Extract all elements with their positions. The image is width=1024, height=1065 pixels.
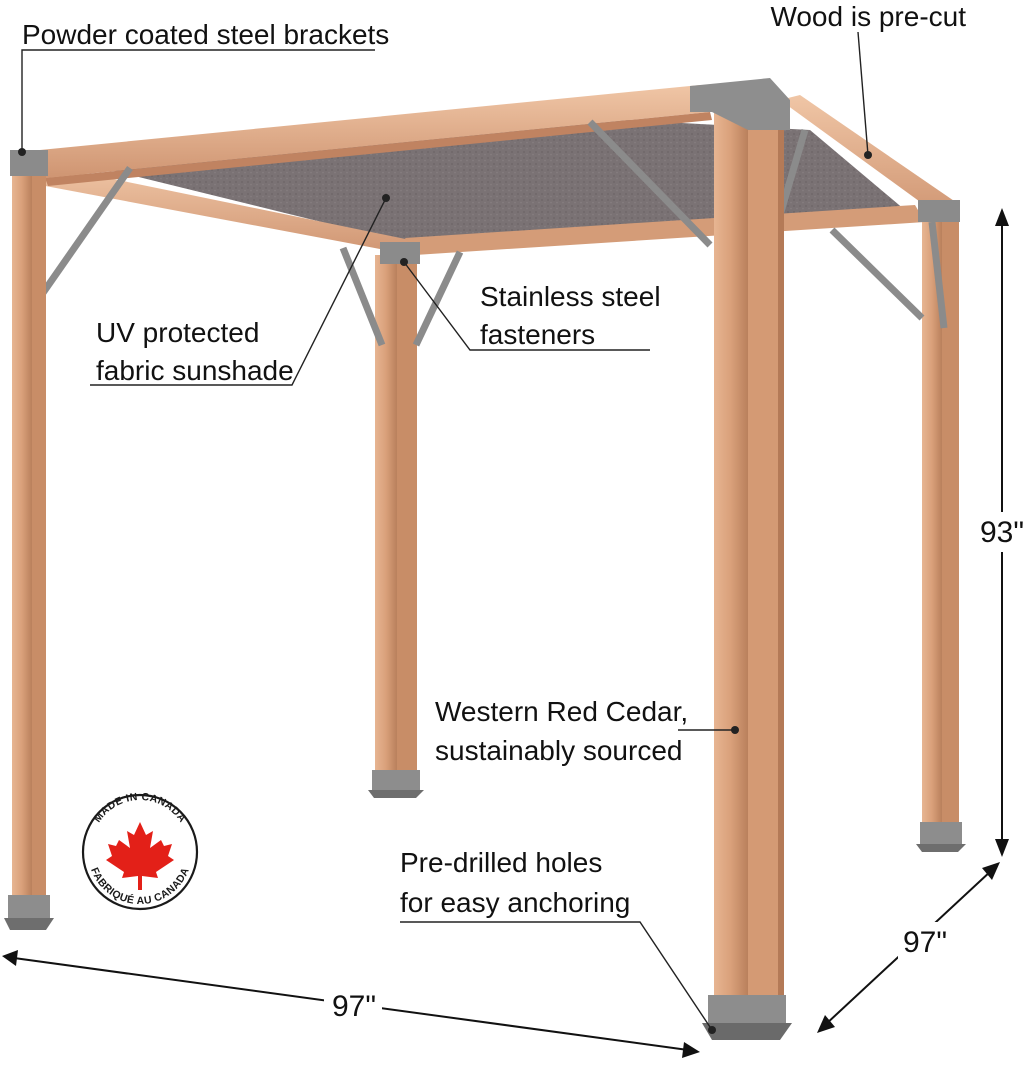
front-beam bbox=[40, 85, 710, 178]
maple-leaf-icon bbox=[106, 822, 174, 890]
label-brackets: Powder coated steel brackets bbox=[22, 19, 389, 50]
top-corner-bracket bbox=[690, 78, 790, 130]
back-left-post bbox=[368, 255, 424, 798]
leader-dots bbox=[18, 148, 872, 1034]
front-right-post bbox=[690, 78, 792, 1040]
label-sunshade-line1: UV protected bbox=[96, 317, 259, 348]
height-label-bg bbox=[975, 512, 1024, 552]
left-side-beam bbox=[30, 165, 420, 255]
leader-lines bbox=[21, 31, 869, 1031]
back-right-bracket bbox=[918, 200, 960, 222]
depth-label-bg bbox=[898, 922, 948, 960]
label-cedar-line2: sustainably sourced bbox=[435, 735, 682, 766]
label-fasteners-line1: Stainless steel bbox=[480, 281, 661, 312]
back-right-post bbox=[916, 210, 966, 852]
back-beam bbox=[405, 205, 925, 255]
front-left-post bbox=[4, 150, 54, 930]
dimension-width: 97" bbox=[332, 990, 376, 1023]
label-holes-line2: for easy anchoring bbox=[400, 887, 630, 918]
label-fasteners-line2: fasteners bbox=[480, 319, 595, 350]
label-holes-line1: Pre-drilled holes bbox=[400, 847, 602, 878]
dimension-height: 93" bbox=[980, 516, 1024, 549]
steel-brace-brackets bbox=[35, 119, 948, 347]
dimension-depth: 97" bbox=[903, 926, 947, 959]
width-label-bg bbox=[324, 986, 382, 1026]
label-sunshade-line2: fabric sunshade bbox=[96, 355, 294, 386]
label-precut: Wood is pre-cut bbox=[770, 1, 966, 32]
back-left-bracket bbox=[380, 242, 420, 264]
made-in-canada-badge: MADE IN CANADA FABRIQUÉ AU CANADA bbox=[81, 791, 199, 911]
label-cedar-line1: Western Red Cedar, bbox=[435, 696, 688, 727]
